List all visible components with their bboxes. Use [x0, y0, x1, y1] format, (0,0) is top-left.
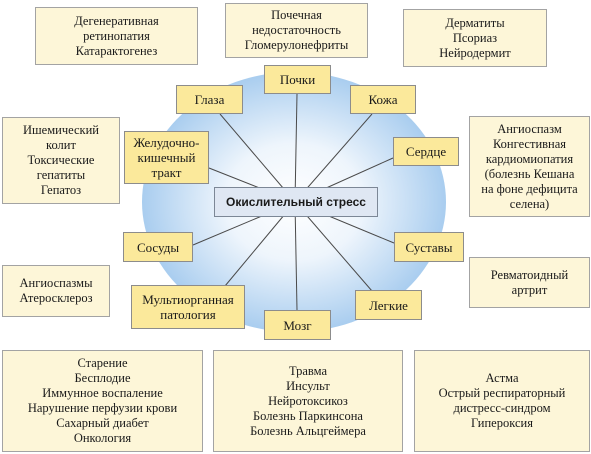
- organ-box-vessels: Сосуды: [123, 232, 193, 262]
- connector-line-kidneys: [294, 93, 298, 203]
- connector-line-brain: [294, 201, 298, 311]
- disease-box-joints: Ревматоидный артрит: [469, 257, 590, 308]
- disease-box-lungs: Астма Острый респираторный дистресс-синд…: [414, 350, 590, 452]
- organ-box-eyes: Глаза: [176, 85, 243, 114]
- disease-box-multiorgan: Старение Бесплодие Иммунное воспаление Н…: [2, 350, 203, 452]
- organ-box-joints: Суставы: [394, 232, 464, 262]
- organ-box-heart: Сердце: [393, 137, 459, 166]
- disease-box-gi-tract: Ишемический колит Токсические гепатиты Г…: [2, 117, 120, 204]
- center-box-oxidative-stress: Окислительный стресс: [214, 187, 378, 217]
- organ-box-kidneys: Почки: [264, 65, 331, 94]
- disease-box-eyes: Дегенеративная ретинопатия Катарактогене…: [35, 7, 198, 65]
- disease-box-kidneys: Почечная недостаточность Гломерулонефрит…: [225, 3, 368, 58]
- organ-box-gi-tract: Желудочно- кишечный тракт: [124, 131, 209, 184]
- disease-box-heart: Ангиоспазм Конгестивная кардиомиопатия (…: [469, 116, 590, 217]
- disease-box-skin: Дерматиты Псориаз Нейродермит: [403, 9, 547, 67]
- organ-box-skin: Кожа: [350, 85, 416, 114]
- disease-box-vessels: Ангиоспазмы Атеросклероз: [2, 265, 110, 317]
- organ-box-multiorgan: Мультиорганная патология: [131, 285, 245, 329]
- disease-box-brain: Травма Инсульт Нейротоксикоз Болезнь Пар…: [213, 350, 403, 452]
- organ-box-brain: Мозг: [264, 310, 331, 340]
- organ-box-lungs: Легкие: [355, 290, 422, 320]
